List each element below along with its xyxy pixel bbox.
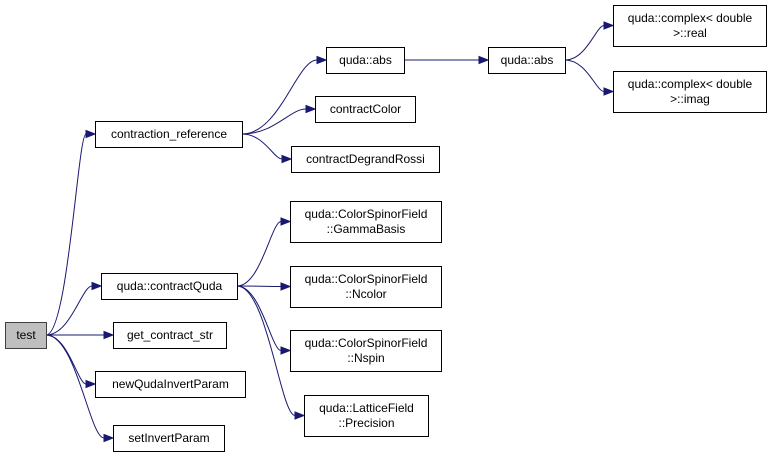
node-label: quda::ColorSpinorField — [305, 272, 428, 286]
node-contraction_reference[interactable]: contraction_reference — [95, 121, 243, 148]
node-box — [290, 266, 442, 308]
edge-contractQuda-to-Precision — [236, 285, 306, 420]
node-box — [113, 425, 225, 452]
node-label: >::real — [673, 26, 707, 40]
node-label: quda::ColorSpinorField — [305, 336, 428, 350]
node-GammaBasis[interactable]: quda::ColorSpinorField::GammaBasis — [290, 201, 442, 243]
node-contractColor[interactable]: contractColor — [315, 96, 416, 123]
node-label: quda::contractQuda — [117, 279, 223, 293]
edge-abs2-to-complex_real — [564, 21, 615, 61]
node-box — [326, 47, 405, 74]
node-label: newQudaInvertParam — [112, 377, 229, 391]
edge-test-to-setInvertParam — [45, 334, 115, 443]
edge-test-to-get_contract_str — [46, 330, 115, 340]
node-box — [95, 121, 243, 148]
node-box — [613, 5, 767, 47]
edge-contractQuda-to-Ncolor — [236, 282, 292, 291]
node-box — [291, 146, 440, 173]
edge-test-to-contractQuda — [45, 281, 103, 336]
node-setInvertParam[interactable]: setInvertParam — [113, 425, 225, 452]
node-abs2[interactable]: quda::abs — [488, 47, 566, 74]
node-box — [113, 322, 227, 349]
node-box — [488, 47, 566, 74]
node-label: quda::LatticeField — [319, 401, 414, 415]
edge-contraction_reference-to-contractColor — [241, 104, 317, 135]
edge-contractQuda-to-GammaBasis — [236, 217, 292, 287]
edges-layer — [45, 21, 615, 443]
node-label: get_contract_str — [127, 328, 213, 342]
node-label: contraction_reference — [111, 127, 227, 141]
node-newQudaInvertParam[interactable]: newQudaInvertParam — [95, 371, 246, 398]
node-label: quda::abs — [339, 53, 392, 67]
node-box — [290, 201, 442, 243]
node-label: ::Precision — [338, 416, 394, 430]
nodes-layer: test contraction_referencequda::contractQ… — [5, 5, 767, 452]
node-box — [5, 322, 47, 349]
node-Ncolor[interactable]: quda::ColorSpinorField::Ncolor — [290, 266, 442, 308]
edge-contraction_reference-to-abs1 — [241, 55, 328, 135]
node-label: contractColor — [330, 102, 401, 116]
node-label: quda::ColorSpinorField — [305, 207, 428, 221]
node-box — [101, 273, 238, 300]
node-label: test — [16, 328, 36, 342]
node-label: quda::complex< double — [628, 77, 753, 91]
node-label: quda::complex< double — [628, 11, 753, 25]
node-label: setInvertParam — [128, 431, 209, 445]
node-complex_real[interactable]: quda::complex< double>::real — [613, 5, 767, 47]
node-box — [290, 330, 442, 372]
node-label: quda::abs — [501, 53, 554, 67]
node-contractQuda[interactable]: quda::contractQuda — [101, 273, 238, 300]
edge-abs1-to-abs2 — [404, 55, 490, 65]
node-box — [613, 71, 767, 113]
edge-contractQuda-to-Nspin — [236, 285, 292, 355]
node-Nspin[interactable]: quda::ColorSpinorField::Nspin — [290, 330, 442, 372]
edge-abs2-to-complex_imag — [564, 59, 615, 96]
node-abs1[interactable]: quda::abs — [326, 47, 405, 74]
node-box — [315, 96, 416, 123]
node-label: ::GammaBasis — [327, 222, 406, 236]
node-box — [304, 395, 429, 437]
node-Precision[interactable]: quda::LatticeField::Precision — [304, 395, 429, 437]
node-label: ::Nspin — [347, 351, 384, 365]
node-box — [95, 371, 246, 398]
edge-contraction_reference-to-contractDegrandRossi — [241, 133, 293, 164]
node-get_contract_str[interactable]: get_contract_str — [113, 322, 227, 349]
node-contractDegrandRossi[interactable]: contractDegrandRossi — [291, 146, 440, 173]
node-complex_imag[interactable]: quda::complex< double>::imag — [613, 71, 767, 113]
node-label: contractDegrandRossi — [306, 152, 425, 166]
node-test[interactable]: test — [5, 322, 47, 349]
edge-test-to-contraction_reference — [45, 129, 97, 336]
node-label: >::imag — [670, 92, 710, 106]
node-label: ::Ncolor — [345, 287, 386, 301]
